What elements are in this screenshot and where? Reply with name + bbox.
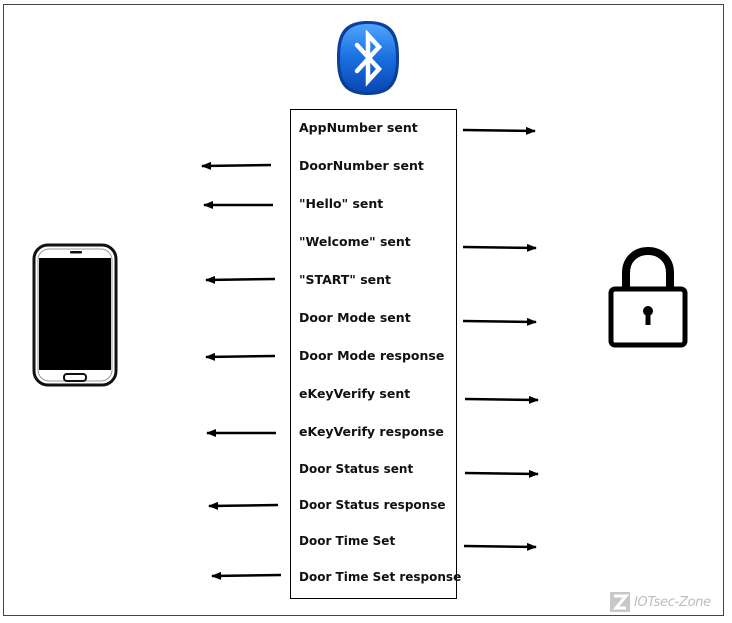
message-label: Door Status sent bbox=[299, 462, 414, 476]
message-label: "Hello" sent bbox=[299, 196, 384, 211]
message-label: AppNumber sent bbox=[299, 120, 418, 135]
message-label: Door Mode sent bbox=[299, 310, 411, 325]
arrow-to-lock bbox=[462, 126, 536, 135]
arrow-to-phone bbox=[205, 275, 276, 284]
arrow-to-lock bbox=[464, 469, 539, 478]
message-label: "Welcome" sent bbox=[299, 234, 411, 249]
arrow-to-phone bbox=[211, 571, 282, 580]
arrow-to-lock bbox=[462, 317, 537, 326]
padlock-icon bbox=[608, 247, 688, 348]
message-label: "START" sent bbox=[299, 272, 391, 287]
arrow-to-phone bbox=[205, 352, 276, 361]
message-label: Door Time Set response bbox=[299, 570, 462, 584]
message-list: AppNumber sent DoorNumber sent "Hello" s… bbox=[290, 109, 461, 599]
message-label: eKeyVerify response bbox=[299, 424, 444, 439]
message-label: Door Time Set bbox=[299, 534, 396, 548]
arrow-to-lock bbox=[464, 395, 539, 404]
arrow-to-phone bbox=[208, 501, 279, 510]
z-logo-icon bbox=[610, 592, 630, 612]
diagram-frame bbox=[3, 4, 724, 616]
watermark-text: IOTsec-Zone bbox=[634, 594, 711, 610]
smartphone-icon bbox=[32, 243, 118, 387]
message-label: eKeyVerify sent bbox=[299, 386, 411, 401]
message-label: Door Mode response bbox=[299, 348, 445, 363]
watermark: IOTsec-Zone bbox=[610, 592, 711, 612]
arrow-to-lock bbox=[463, 542, 537, 551]
arrow-to-lock bbox=[462, 243, 537, 252]
bluetooth-icon bbox=[337, 21, 399, 95]
message-label: DoorNumber sent bbox=[299, 158, 424, 173]
message-label: Door Status response bbox=[299, 498, 446, 512]
arrow-to-phone bbox=[201, 161, 272, 170]
